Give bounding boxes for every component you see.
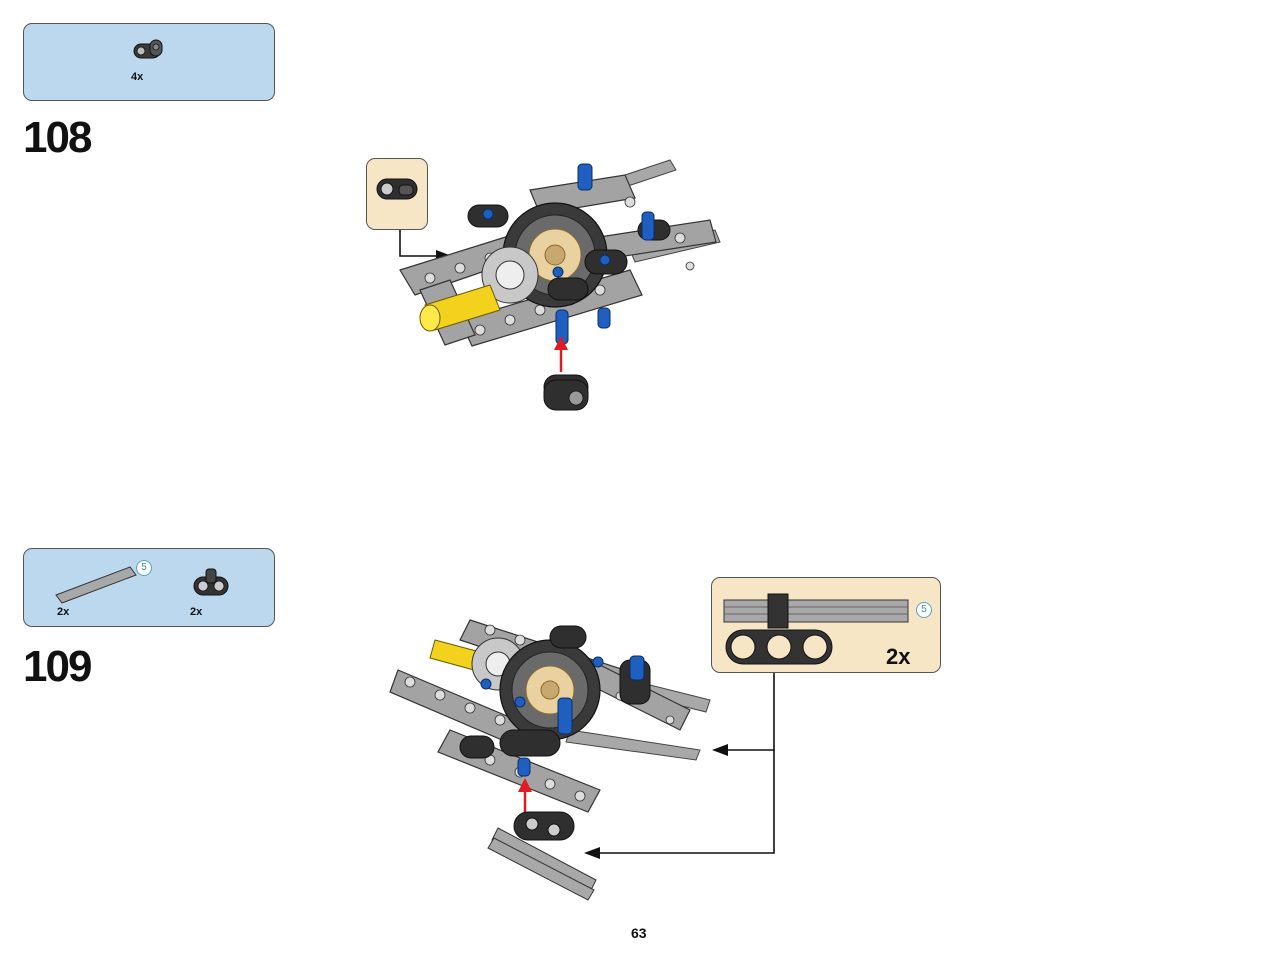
technic-axle-part <box>55 566 137 604</box>
parts-callout-step-109: 5 2x 2x <box>23 548 275 627</box>
pin-connector-callout-part <box>376 178 418 200</box>
loose-subassembly-part <box>487 811 597 901</box>
pin-connector-perpendicular-part <box>133 39 163 59</box>
subassembly-callout-step-109: 5 2x <box>711 577 941 673</box>
beam-3-part <box>193 568 229 596</box>
part-quantity: 2x <box>190 606 203 618</box>
parts-callout-step-108: 4x <box>23 23 275 101</box>
subassembly-illustration <box>723 593 909 665</box>
step-108-model <box>399 159 721 411</box>
step-109-model <box>389 619 775 901</box>
yellow-axle <box>419 284 501 332</box>
axle-length-badge: 5 <box>916 602 932 618</box>
step-number-109: 109 <box>23 642 92 691</box>
axle-length-badge: 5 <box>136 560 152 576</box>
part-quantity: 2x <box>57 606 70 618</box>
subassembly-quantity: 2x <box>886 644 911 669</box>
part-quantity: 4x <box>131 71 144 83</box>
loose-connector-part <box>543 374 589 411</box>
step-number-108: 108 <box>23 113 92 162</box>
page-number: 63 <box>631 925 647 941</box>
part-callout-step-108 <box>366 158 428 230</box>
